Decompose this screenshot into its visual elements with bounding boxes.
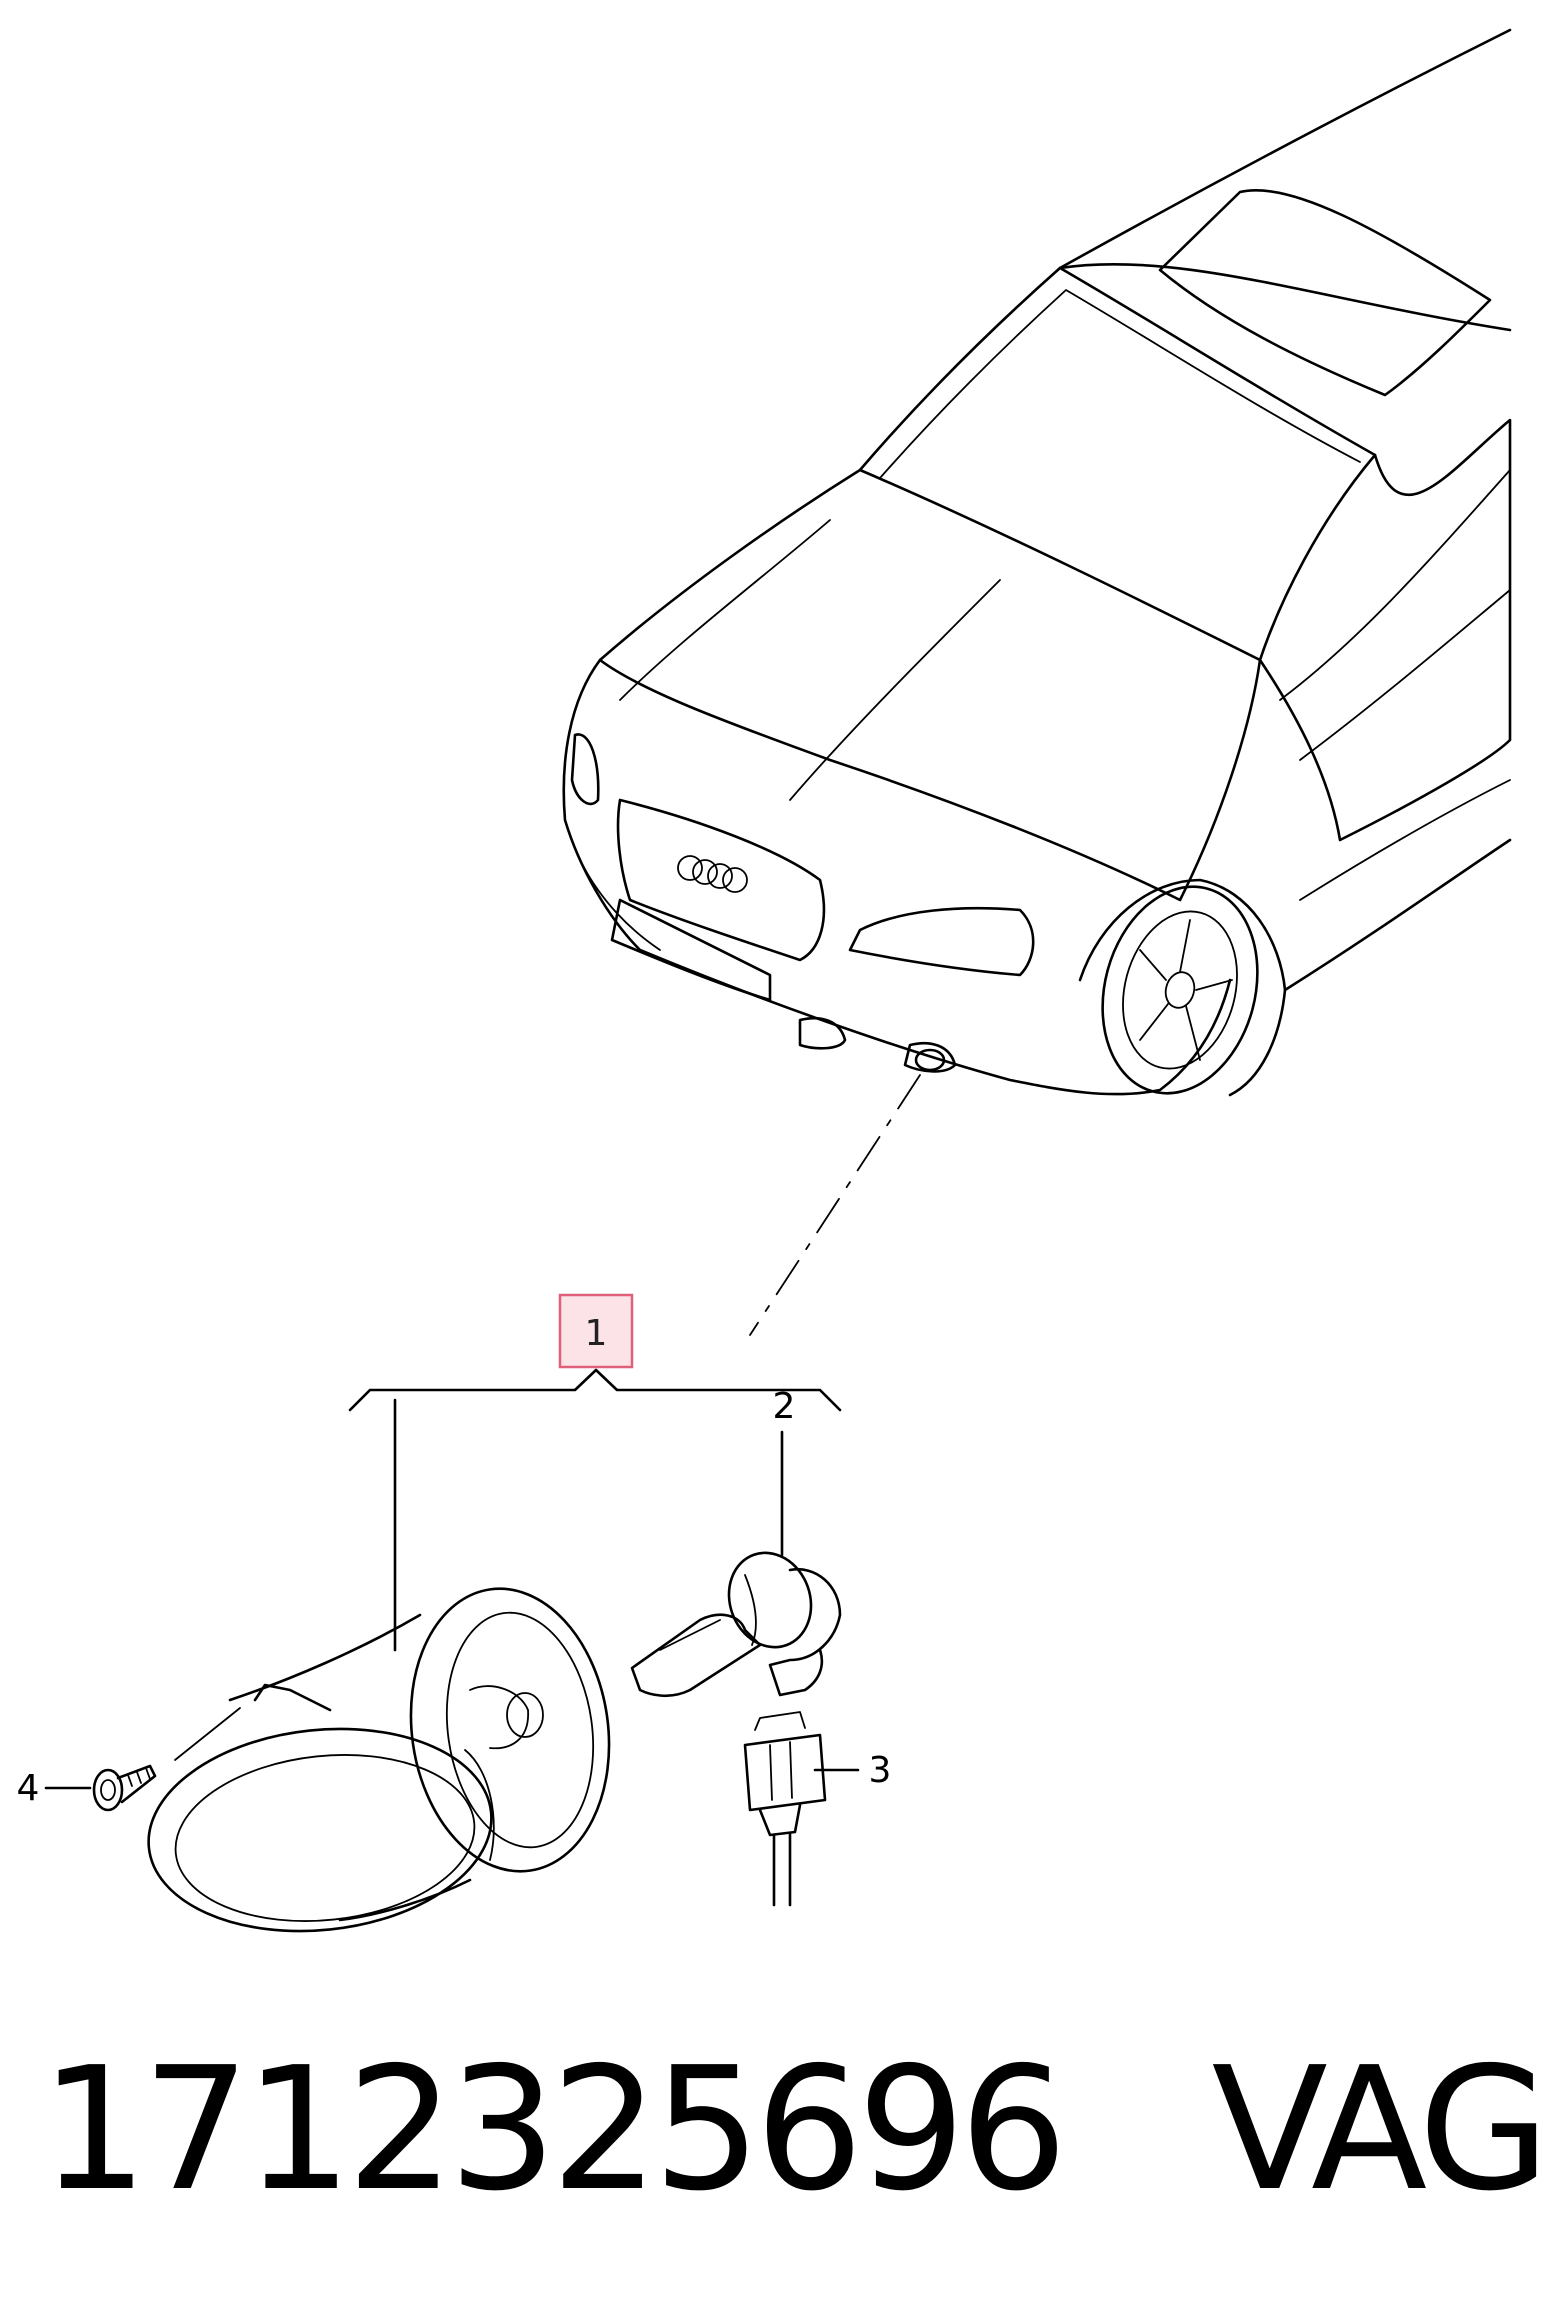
callout-1-label: 1 (585, 1313, 608, 1354)
leader-line-dashdot (749, 1074, 921, 1336)
group-bracket (348, 1368, 842, 1412)
bulb-part (630, 1551, 842, 1698)
part-number-footer: 1712325696 VAG (40, 2030, 1550, 2230)
callout-4-label: 4 (17, 1768, 40, 1809)
part-number: 1712325696 (40, 2031, 1068, 2229)
callout-2[interactable]: 2 (773, 1386, 796, 1427)
callout-2-label: 2 (773, 1386, 796, 1427)
callout-3-label: 3 (869, 1750, 892, 1791)
fog-lamp-housing (147, 1587, 611, 1933)
callout-3[interactable]: 3 (869, 1750, 892, 1791)
callout-1[interactable]: 1 (558, 1293, 634, 1369)
callout-4[interactable]: 4 (17, 1768, 40, 1809)
brand-name: VAG (1211, 2031, 1550, 2229)
car-illustration (562, 28, 1512, 1097)
screw-part (92, 1764, 157, 1812)
connector-part (743, 1711, 827, 1907)
callout-1-highlight-box (558, 1293, 634, 1369)
